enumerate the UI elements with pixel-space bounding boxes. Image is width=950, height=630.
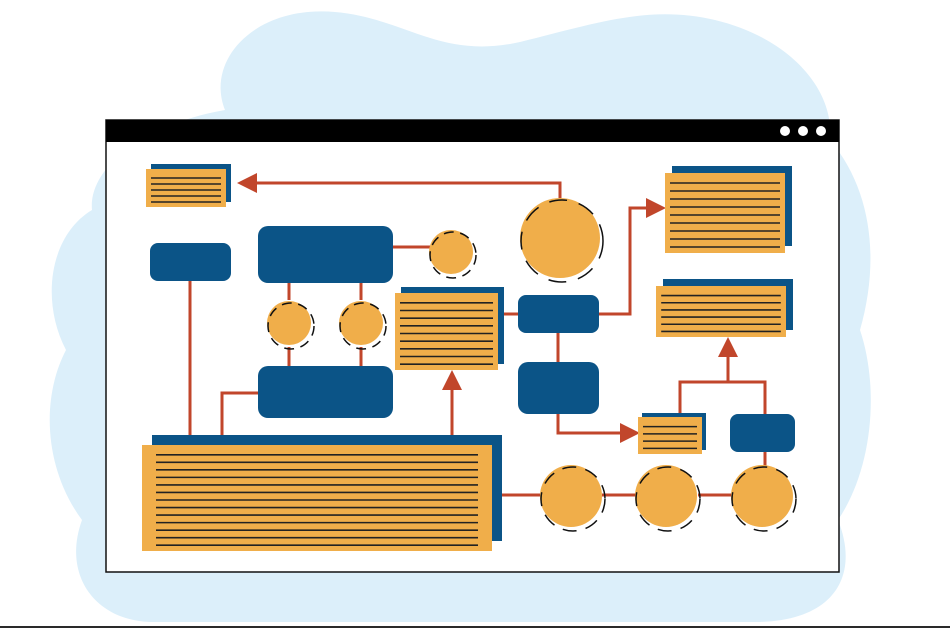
process-box[interactable] <box>150 243 231 281</box>
connector <box>556 414 622 435</box>
window-dot <box>798 126 808 136</box>
connector <box>599 206 648 316</box>
document-block[interactable] <box>665 166 792 253</box>
node-circles <box>267 198 797 532</box>
process-boxes <box>150 226 795 452</box>
text-lines-icon <box>643 425 697 450</box>
document-panel <box>146 169 226 207</box>
arrowhead-icon <box>237 173 257 193</box>
dashed-ring <box>520 199 604 283</box>
text-lines-icon <box>156 453 478 547</box>
node-fill <box>731 465 793 527</box>
document-block[interactable] <box>638 413 706 454</box>
dashed-ring <box>339 302 387 350</box>
document-block[interactable] <box>146 164 231 207</box>
document-block[interactable] <box>142 435 502 551</box>
node-circle[interactable] <box>540 465 606 532</box>
document-panel <box>142 445 492 551</box>
dashed-ring <box>540 466 606 532</box>
connector <box>255 181 562 198</box>
process-box[interactable] <box>258 226 393 283</box>
text-lines-icon <box>661 294 781 333</box>
window-dot <box>780 126 790 136</box>
node-circle[interactable] <box>429 230 477 279</box>
document-block[interactable] <box>395 287 504 370</box>
node-fill <box>267 301 311 345</box>
arrowhead-icon <box>620 423 640 443</box>
document-panel <box>665 173 785 253</box>
window-dot <box>816 126 826 136</box>
node-fill <box>520 198 600 278</box>
node-circle[interactable] <box>339 301 387 350</box>
arrowhead-icons <box>237 173 738 443</box>
node-fill <box>429 230 473 274</box>
connector <box>678 380 767 414</box>
node-circle[interactable] <box>520 198 604 283</box>
node-fill <box>635 465 697 527</box>
document-panel <box>395 293 498 370</box>
dashed-ring <box>731 466 797 532</box>
document-blocks <box>142 164 793 551</box>
dashed-ring <box>429 231 477 279</box>
document-block[interactable] <box>656 279 793 337</box>
text-lines-icon <box>151 177 221 203</box>
connector <box>220 391 258 438</box>
node-circle[interactable] <box>635 465 701 532</box>
node-fill <box>339 301 383 345</box>
text-lines-icon <box>400 302 493 365</box>
process-box[interactable] <box>518 295 599 333</box>
process-box[interactable] <box>518 362 599 414</box>
dashed-ring <box>635 466 701 532</box>
window-title-bar <box>106 120 839 142</box>
node-fill <box>540 465 602 527</box>
text-lines-icon <box>670 182 780 248</box>
connector-lines <box>188 181 767 497</box>
three-dots-icon[interactable] <box>780 126 826 136</box>
process-box[interactable] <box>258 366 393 418</box>
node-circle[interactable] <box>731 465 797 532</box>
arrowhead-icon <box>442 370 462 390</box>
node-circle[interactable] <box>267 301 315 350</box>
process-box[interactable] <box>730 414 795 452</box>
arrowhead-icon <box>646 198 666 218</box>
arrowhead-icon <box>718 337 738 357</box>
document-panel <box>656 286 786 337</box>
dashed-ring <box>267 302 315 350</box>
